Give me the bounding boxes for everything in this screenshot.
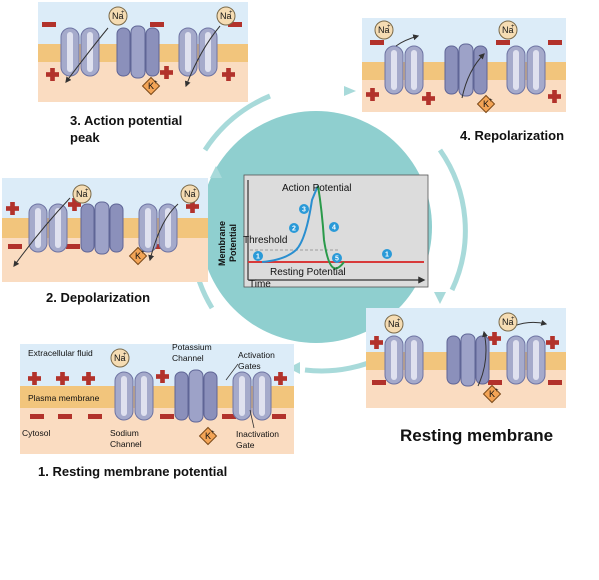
label-plasma-membrane: Plasma membrane xyxy=(28,393,100,403)
panel-resting-membrane xyxy=(366,308,566,408)
svg-text:+: + xyxy=(511,24,515,30)
panel-repolarization xyxy=(362,18,566,112)
svg-text:+: + xyxy=(193,188,197,194)
label-cytosol: Cytosol xyxy=(22,428,50,438)
sodium-ion: Na+ xyxy=(384,314,404,334)
marker-3: 3 xyxy=(302,207,306,214)
svg-text:Na: Na xyxy=(378,25,390,35)
caption-resting-membrane: Resting membrane xyxy=(400,426,554,445)
svg-text:+: + xyxy=(211,430,215,436)
svg-text:Na: Na xyxy=(76,189,88,199)
graph-xlabel: Time xyxy=(249,279,271,290)
graph-resting-label: Resting Potential xyxy=(270,267,346,278)
panel-depolarization xyxy=(2,178,208,282)
potassium-ion: K+ xyxy=(476,94,496,114)
svg-text:+: + xyxy=(511,316,515,322)
graph-ylabel-line1: Membrane xyxy=(217,221,227,266)
sodium-ion: Na+ xyxy=(498,312,518,332)
graph-ylabel-line2: Potential xyxy=(228,224,238,262)
svg-text:+: + xyxy=(85,188,89,194)
graph-threshold-label: Threshold xyxy=(243,235,287,246)
graph-title: Action Potential xyxy=(282,183,352,194)
sodium-ion: Na+ xyxy=(72,184,92,204)
label-potassium-channel-line1: Potassium xyxy=(172,342,212,352)
sodium-ion: Na+ xyxy=(110,348,130,368)
marker-2: 2 xyxy=(292,226,296,233)
label-potassium-channel-line2: Channel xyxy=(172,353,204,363)
caption-depolarization: 2. Depolarization xyxy=(46,290,151,305)
panel-action-peak xyxy=(38,2,248,102)
svg-text:Na: Na xyxy=(502,25,514,35)
sodium-ion: Na+ xyxy=(216,6,236,26)
label-extracellular-fluid: Extracellular fluid xyxy=(28,348,93,358)
svg-text:K: K xyxy=(148,81,154,91)
label-activation-gates-line1: Activation xyxy=(238,350,275,360)
svg-text:+: + xyxy=(154,80,158,86)
sodium-ion: Na+ xyxy=(180,184,200,204)
graph-markers: 1 2 3 4 5 1 xyxy=(253,204,392,263)
sodium-ion: Na+ xyxy=(498,20,518,40)
cycle-arrowhead-left xyxy=(210,166,222,178)
cycle-arrowhead-right xyxy=(434,292,446,304)
svg-text:K: K xyxy=(205,431,211,441)
potassium-ion: K+ xyxy=(141,76,161,96)
svg-text:Na: Na xyxy=(184,189,196,199)
svg-text:Na: Na xyxy=(112,11,124,21)
marker-4: 4 xyxy=(332,225,336,232)
svg-text:Na: Na xyxy=(502,317,514,327)
label-inactivation-gate-line1: Inactivation xyxy=(236,429,279,439)
marker-1: 1 xyxy=(256,254,260,261)
cycle-arrowhead-top xyxy=(344,86,356,96)
svg-text:+: + xyxy=(141,250,145,256)
svg-text:+: + xyxy=(397,318,401,324)
sodium-ion: Na+ xyxy=(374,20,394,40)
marker-6: 1 xyxy=(385,252,389,259)
potassium-ion: K+ xyxy=(128,246,148,266)
label-activation-gates-line2: Gates xyxy=(238,361,261,371)
potassium-ion: K+ xyxy=(482,384,502,404)
panel-resting-potential: Extracellular fluid Plasma membrane Cyto… xyxy=(20,342,294,454)
marker-5: 5 xyxy=(335,256,339,263)
svg-text:K: K xyxy=(483,99,489,109)
svg-text:Na: Na xyxy=(114,353,126,363)
potassium-ion: K+ xyxy=(198,426,218,446)
svg-text:+: + xyxy=(123,352,127,358)
svg-text:+: + xyxy=(387,24,391,30)
svg-text:K: K xyxy=(135,251,141,261)
label-inactivation-gate-line2: Gate xyxy=(236,440,255,450)
label-sodium-channel-line1: Sodium xyxy=(110,428,139,438)
sodium-ion: Na+ xyxy=(108,6,128,26)
caption-repolarization: 4. Repolarization xyxy=(460,128,565,143)
svg-text:+: + xyxy=(495,388,499,394)
caption-action-potential-peak: 3. Action potential peak xyxy=(70,113,183,145)
caption-resting-membrane-potential: 1. Resting membrane potential xyxy=(38,464,228,479)
ion-badges: Na+ Na+ Na+ Na+ Na+ Na+ Na+ Na+ Na+ K+ K… xyxy=(72,6,518,446)
svg-text:+: + xyxy=(229,10,233,16)
svg-text:K: K xyxy=(489,389,495,399)
svg-text:Na: Na xyxy=(388,319,400,329)
svg-text:+: + xyxy=(489,98,493,104)
svg-text:+: + xyxy=(121,10,125,16)
svg-text:Na: Na xyxy=(220,11,232,21)
label-sodium-channel-line2: Channel xyxy=(110,439,142,449)
action-potential-graph: 1 2 3 4 5 1 Action Potential Threshold R… xyxy=(217,174,429,290)
